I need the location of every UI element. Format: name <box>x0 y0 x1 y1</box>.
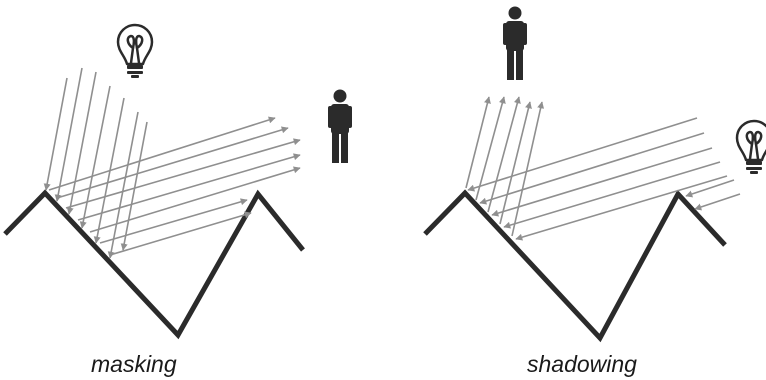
incident-ray <box>686 180 734 196</box>
reflected-ray <box>488 97 519 212</box>
reflected-ray <box>512 102 542 236</box>
masking-caption: masking <box>91 351 177 377</box>
surface-profile-shadowing <box>425 193 725 338</box>
reflected-ray <box>49 118 275 190</box>
person-icon <box>328 90 352 164</box>
lightbulb-icon <box>737 121 766 174</box>
reflected-rays-shadowing <box>466 97 542 236</box>
incident-ray <box>46 78 67 190</box>
surface-profile-masking <box>5 193 303 335</box>
shadowing-caption: shadowing <box>527 351 637 377</box>
reflected-ray <box>476 97 504 200</box>
reflected-ray <box>57 128 288 198</box>
incident-ray <box>504 162 720 227</box>
masking-panel: masking <box>5 25 352 377</box>
incident-ray <box>82 86 110 228</box>
person-icon <box>503 7 527 81</box>
reflected-ray <box>500 102 530 224</box>
incident-ray <box>695 194 740 209</box>
incident-ray <box>516 176 727 239</box>
lightbulb-icon <box>118 25 152 78</box>
shadowing-panel: shadowing <box>425 7 766 378</box>
reflected-ray <box>466 97 489 188</box>
